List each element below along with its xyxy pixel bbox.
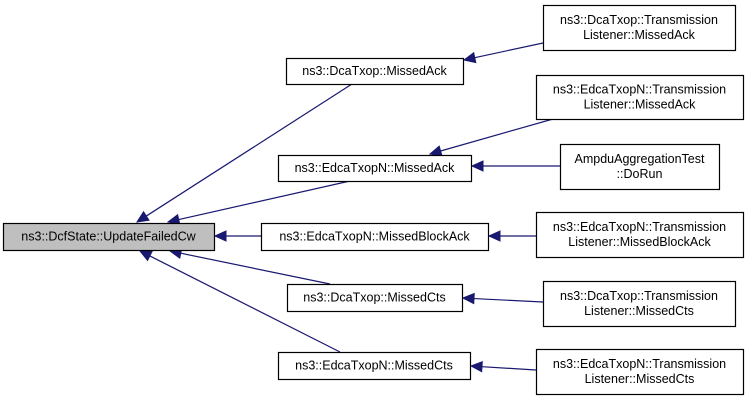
arrowhead-icon [138,250,153,262]
node-label: ns3::EdcaTxopN::MissedAck [295,161,456,175]
edge-edca_tl_missedcts-to-edca_missedcts [469,360,537,373]
node-label: Listener::MissedAck [583,28,696,42]
node-edca-tl-missedcts[interactable]: ns3::EdcaTxopN::TransmissionListener::Mi… [535,348,745,396]
arrowhead-icon [470,160,484,172]
node-box [535,211,745,259]
edge-dca_tl_missedcts-to-dca_missedcts [461,292,544,305]
node-label: ::DoRun [617,167,663,181]
node-box [535,348,745,396]
node-box [285,57,465,86]
node-box [542,280,737,328]
node-dca-tl-missedack[interactable]: ns3::DcaTxop::TransmissionListener::Miss… [542,4,737,52]
node-edca-tl-missedblockack[interactable]: ns3::EdcaTxopN::TransmissionListener::Mi… [535,211,745,259]
node-box [277,154,473,183]
node-label: ns3::EdcaTxopN::MissedCts [295,359,453,373]
edge-line [440,118,554,152]
node-label: ns3::DcaTxop::MissedAck [302,64,447,78]
node-label: Listener::MissedAck [584,98,697,112]
arrowhead-icon [469,360,483,373]
node-label: ns3::DcaTxop::Transmission [560,289,718,303]
edge-line [149,255,341,353]
node-dca-missedcts[interactable]: ns3::DcaTxop::MissedCts [286,283,464,313]
node-edca-missedblockack[interactable]: ns3::EdcaTxopN::MissedBlockAck [260,222,490,252]
node-edca-missedcts[interactable]: ns3::EdcaTxopN::MissedCts [277,351,472,381]
node-box [542,4,737,52]
node-box [277,351,472,381]
edge-edca_missedcts-to-root [138,250,341,353]
arrowhead-icon [213,230,227,242]
node-dca-missedack[interactable]: ns3::DcaTxop::MissedAck [285,57,465,86]
nodes-layer: ns3::DcfState::UpdateFailedCwns3::DcaTxo… [2,4,745,396]
edge-line [145,83,353,217]
node-label: ns3::DcaTxop::Transmission [560,13,718,27]
edge-edca_tl_missedack-to-edca_missedack [428,118,554,157]
node-label: AmpduAggregationTest [575,152,705,166]
edge-line [473,297,544,303]
edge-line [180,252,331,285]
node-label: ns3::EdcaTxopN::Transmission [553,220,726,234]
edge-line [481,366,537,371]
node-label: ns3::DcfState::UpdateFailedCw [21,230,196,244]
arrowhead-icon [461,292,475,305]
node-edca-tl-missedack[interactable]: ns3::EdcaTxopN::TransmissionListener::Mi… [535,74,745,121]
node-label: Listener::MissedCts [584,304,694,318]
arrowhead-icon [487,230,501,242]
node-label: ns3::EdcaTxopN::MissedBlockAck [279,230,470,244]
node-box [535,74,745,121]
node-ampdu-dorun[interactable]: AmpduAggregationTest::DoRun [559,143,721,191]
edge-edca_missedblockack-to-root [213,230,261,242]
edge-dca_tl_missedack-to-dca_missedack [462,42,544,64]
edges-layer [135,42,560,373]
edge-line [178,180,351,221]
node-box [260,222,490,252]
edge-edca_tl_missedblockack-to-edca_missedblockack [487,230,536,242]
node-root[interactable]: ns3::DcfState::UpdateFailedCw [2,222,216,252]
edge-dca_missedack-to-root [135,83,353,223]
node-box [286,283,464,313]
arrowhead-icon [428,145,443,157]
node-box [559,143,721,191]
node-label: ns3::DcaTxop::MissedCts [303,291,445,305]
node-dca-tl-missedcts[interactable]: ns3::DcaTxop::TransmissionListener::Miss… [542,280,737,328]
edge-edca_missedack-to-root [166,180,351,226]
edge-ampdu_dorun-to-edca_missedack [470,160,560,172]
node-label: Listener::MissedBlockAck [568,235,711,249]
edge-line [474,42,544,59]
arrowhead-icon [462,51,477,64]
arrowhead-icon [135,210,150,223]
node-box [2,222,216,252]
node-edca-missedack[interactable]: ns3::EdcaTxopN::MissedAck [277,154,473,183]
node-label: ns3::EdcaTxopN::Transmission [553,83,726,97]
node-label: Listener::MissedCts [585,372,695,386]
node-label: ns3::EdcaTxopN::Transmission [553,357,726,371]
